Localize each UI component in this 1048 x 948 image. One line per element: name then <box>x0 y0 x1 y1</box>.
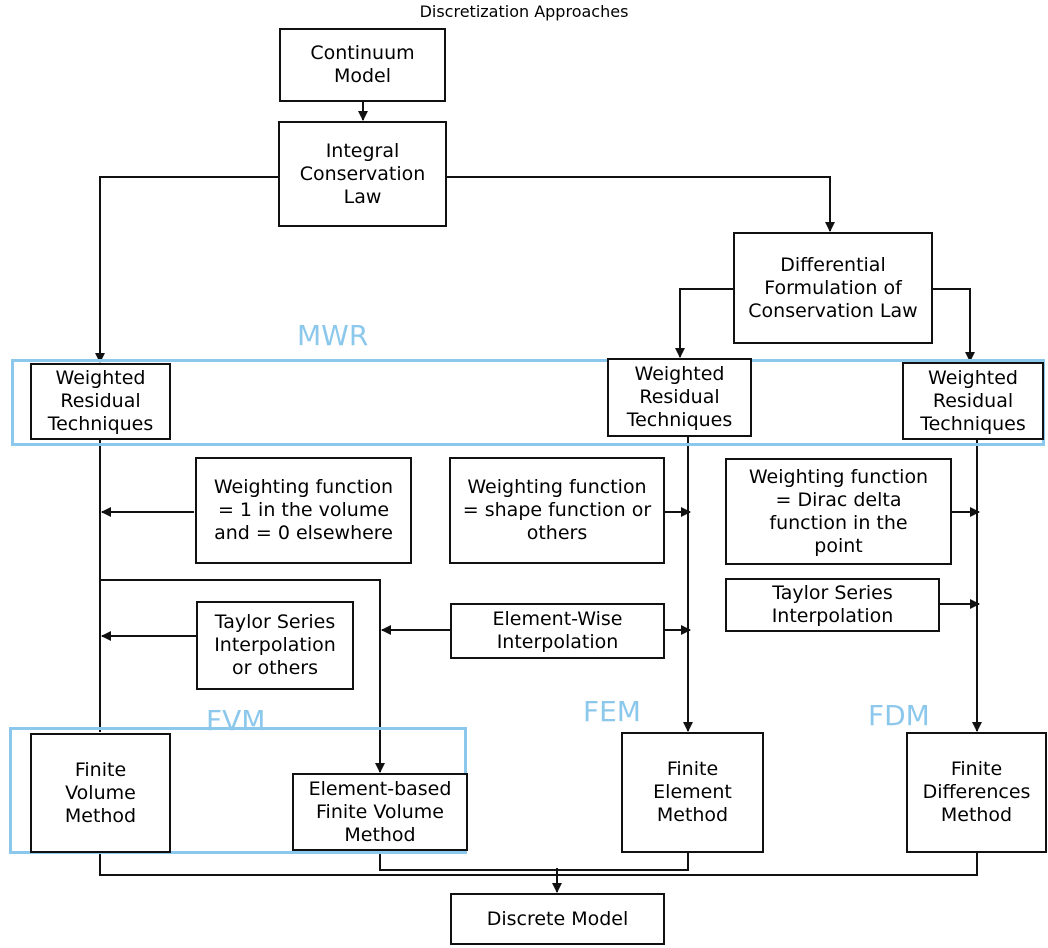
node-line: Volume <box>65 781 136 804</box>
node-line: Method <box>64 804 137 827</box>
node-line: Techniques <box>626 409 733 431</box>
node-finite-differences-method: Finite Differences Method <box>906 732 1047 853</box>
node-line: Conservation <box>299 162 426 185</box>
node-line: function in the <box>769 511 908 534</box>
node-line: Element-Wise <box>492 608 623 630</box>
node-line: Residual <box>639 386 720 408</box>
node-line: Residual <box>932 389 1014 412</box>
arrow-differential-to-wrt-right <box>932 288 975 362</box>
node-line: or others <box>232 657 318 679</box>
node-line: Weighting function <box>748 465 929 488</box>
node-line: Finite <box>74 758 127 781</box>
node-continuum-model: Continuum Model <box>279 28 446 102</box>
node-taylor-series-left: Taylor Series Interpolation or others <box>196 601 354 690</box>
node-line: = 1 in the volume <box>217 499 390 521</box>
node-wrt-left: Weighted Residual Techniques <box>30 363 171 440</box>
collector-fem <box>557 853 689 871</box>
node-line: Weighted <box>634 363 725 385</box>
fem-label: FEM <box>583 695 641 728</box>
node-line: Interpolation <box>214 634 336 656</box>
collector-left <box>99 853 557 876</box>
mwr-label: MWR <box>297 319 369 352</box>
node-wrt-mid: Weighted Residual Techniques <box>607 358 752 437</box>
arrow-integral-to-wrt-left <box>95 176 278 363</box>
node-line: Discrete Model <box>486 907 629 930</box>
node-line: Finite <box>950 758 1003 780</box>
node-line: Differences <box>922 781 1031 803</box>
node-line: Residual <box>60 390 141 412</box>
node-finite-element-method: Finite Element Method <box>621 732 764 853</box>
node-line: Model <box>333 65 392 87</box>
fdm-label: FDM <box>868 699 930 732</box>
node-weighting-function-dirac: Weighting function = Dirac delta functio… <box>725 458 952 565</box>
collector-fdm <box>557 853 978 876</box>
node-line: others <box>526 522 588 544</box>
node-weighting-function-volume: Weighting function = 1 in the volume and… <box>195 457 412 564</box>
node-line: Element-based <box>308 777 452 800</box>
node-line: Method <box>344 823 416 846</box>
node-line: Conservation Law <box>748 299 918 322</box>
node-line: Integral <box>325 139 400 162</box>
node-line: Techniques <box>47 413 154 435</box>
node-line: Finite Volume <box>316 800 444 823</box>
node-line: Finite <box>666 758 719 780</box>
node-line: Weighting function <box>213 476 394 498</box>
arrow-to-ebfvm <box>100 579 385 773</box>
node-line: Techniques <box>920 412 1026 435</box>
node-line: Interpolation <box>496 631 619 653</box>
diagram-title: Discretization Approaches <box>419 2 629 21</box>
node-integral-conservation-law: Integral Conservation Law <box>278 121 447 227</box>
collector-ebfvm <box>379 851 557 871</box>
node-line: Formulation of <box>764 276 902 299</box>
arrow-integral-to-differential <box>447 176 835 232</box>
node-line: Continuum <box>310 42 415 64</box>
node-line: = shape function or <box>462 499 652 521</box>
node-line: and = 0 elsewhere <box>214 522 393 544</box>
node-line: Weighted <box>55 367 146 389</box>
node-element-wise-interpolation: Element-Wise Interpolation <box>450 603 665 659</box>
node-line: Method <box>940 804 1013 826</box>
node-line: Method <box>656 804 729 826</box>
node-line: Element <box>653 781 732 803</box>
node-line: Differential <box>780 253 886 276</box>
node-weighting-function-shape: Weighting function = shape function or o… <box>449 457 665 564</box>
node-line: Taylor Series <box>214 611 336 633</box>
arrow-differential-to-wrt-mid <box>675 288 735 358</box>
node-taylor-series-right: Taylor Series Interpolation <box>725 578 940 632</box>
node-line: Taylor Series <box>772 582 893 604</box>
node-element-based-fvm: Element-based Finite Volume Method <box>292 773 468 851</box>
node-line: point <box>814 534 863 557</box>
node-finite-volume-method: Finite Volume Method <box>30 733 171 853</box>
node-line: = Dirac delta <box>775 488 902 511</box>
fvm-label: FVM <box>206 704 266 737</box>
node-line: Interpolation <box>771 605 894 627</box>
node-line: Law <box>343 185 382 208</box>
node-discrete-model: Discrete Model <box>450 893 665 945</box>
node-wrt-right: Weighted Residual Techniques <box>902 362 1044 440</box>
node-differential-formulation: Differential Formulation of Conservation… <box>733 232 933 344</box>
node-line: Weighted <box>928 366 1018 389</box>
node-line: Weighting function <box>467 476 647 498</box>
